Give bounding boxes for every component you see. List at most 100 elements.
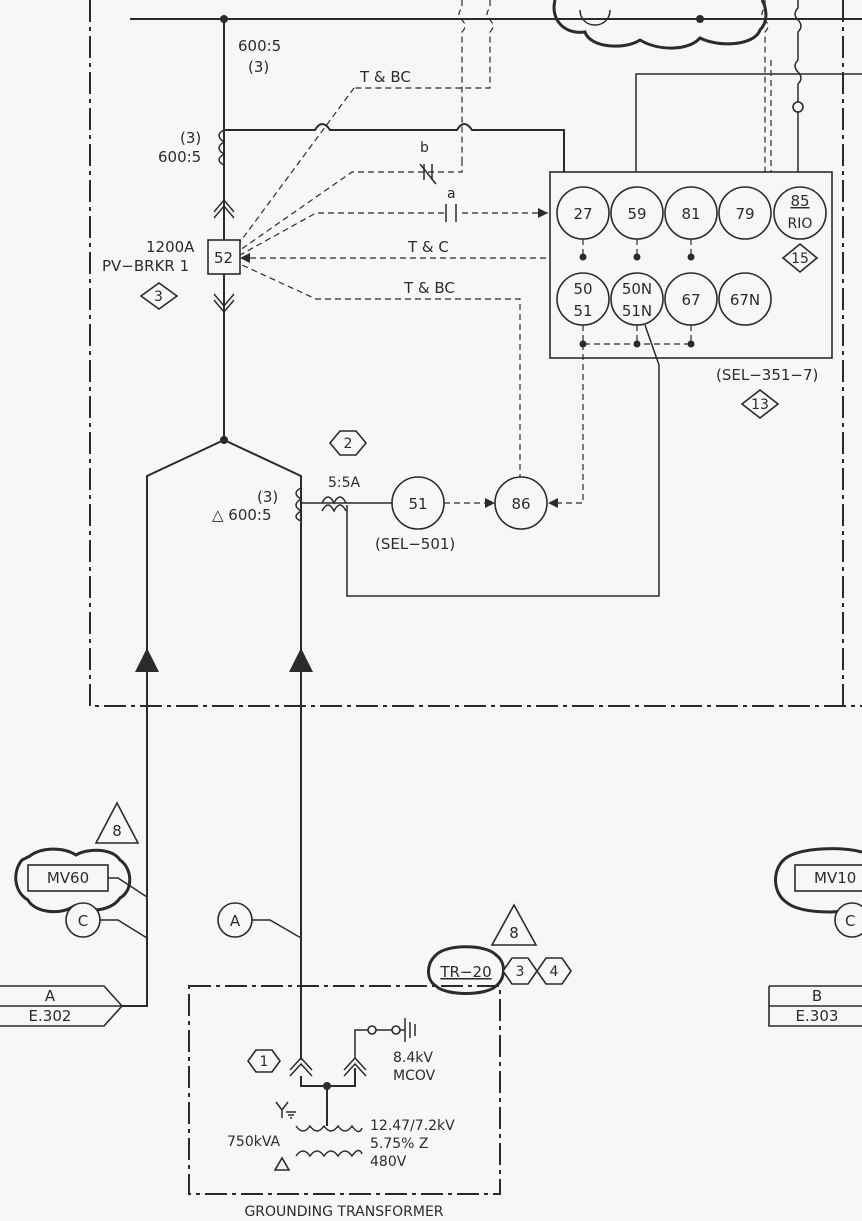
relay-51-label: 51 — [573, 302, 592, 320]
offpage-b-label: B — [812, 987, 822, 1005]
rio-tag: 15 — [791, 251, 809, 267]
bubble-a-leader — [252, 919, 302, 939]
contact-a-arrow — [538, 208, 548, 218]
tx-impedance: 5.75% Z — [370, 1136, 429, 1152]
neutral-ct-loop — [346, 324, 660, 597]
ct-low-qty: (3) — [257, 488, 278, 506]
relay-79 — [718, 186, 772, 240]
tc-arrow — [240, 253, 250, 263]
arrester-lead — [354, 1029, 368, 1058]
mv60-box — [27, 864, 109, 892]
offpage-a-label: A — [45, 987, 56, 1005]
trip-to-86 — [552, 344, 584, 504]
relay-50-label: 50 — [573, 280, 592, 298]
relay-51n-label: 51N — [622, 302, 652, 320]
contact-b-label: b — [420, 140, 429, 156]
relay-tag-diamond — [740, 388, 780, 420]
ct-secondary-line — [224, 123, 565, 172]
tbc-bottom-label: T & BC — [403, 279, 455, 297]
breaker-tag: 3 — [154, 289, 163, 305]
offpage-a-ref: E.302 — [29, 1007, 72, 1025]
control-wire-right1 — [761, 0, 769, 172]
relay-top-row: 27 59 81 79 85 RIO — [556, 186, 827, 240]
arrester-tag: 1 — [260, 1054, 269, 1070]
breaker-top-disconnect — [213, 198, 235, 219]
link-dot — [687, 253, 695, 261]
contact-b-line — [239, 160, 463, 251]
ct-low-coil — [295, 487, 303, 522]
feeder-a — [122, 439, 225, 1007]
offpage-b-ref: E.303 — [796, 1007, 839, 1025]
link-51-86-arrow — [485, 498, 495, 508]
relay-50n-label: 50N — [622, 280, 652, 298]
ct-mid-qty: (3) — [180, 129, 201, 147]
bubble-c-leader — [100, 919, 148, 939]
rio-label: RIO — [788, 216, 813, 232]
trip-to-86-arrow — [548, 498, 558, 508]
ct-mid-coil — [218, 129, 226, 166]
tr-tag3: 3 — [516, 964, 525, 980]
sel501-label: (SEL−501) — [375, 535, 455, 553]
link-dot — [633, 253, 641, 261]
tr-tag4-hex — [536, 957, 572, 985]
tc-label: T & C — [407, 238, 449, 256]
bubble-c-right — [834, 902, 862, 938]
arrester-terminal-2 — [391, 1025, 401, 1035]
arrester-mcov: MCOV — [393, 1068, 436, 1084]
aux-ct-tag: 2 — [344, 436, 353, 452]
revision-cloud-top — [552, 0, 768, 50]
relay-81-label: 81 — [681, 205, 700, 223]
pt-input-line — [635, 73, 862, 172]
link-dot — [687, 340, 695, 348]
tx-primary-disconnect — [289, 1056, 313, 1077]
tbc-top-diagonal — [239, 87, 355, 243]
relay-67-label: 67 — [681, 291, 700, 309]
mv10-label: MV10 — [814, 869, 856, 887]
link-dot — [633, 340, 641, 348]
rio-tag-diamond — [781, 242, 819, 274]
tbc-bottom-line — [241, 264, 521, 480]
control-wire-b — [458, 0, 466, 160]
delta-symbol — [273, 1156, 291, 1171]
bubble-c-left-label: C — [78, 912, 88, 930]
relay-85-label: 85 — [790, 192, 809, 210]
tx-secondary-voltage: 480V — [370, 1154, 407, 1170]
ct-low-ratio: △ 600:5 — [212, 506, 272, 524]
feeder-b — [223, 439, 302, 1060]
relay-79-label: 79 — [735, 205, 754, 223]
mv60-cloud — [14, 847, 132, 914]
tx-primary-winding — [295, 1124, 363, 1133]
bubble-c-right-label: C — [845, 912, 855, 930]
note-8-tr — [490, 903, 538, 946]
mv60-label: MV60 — [47, 869, 89, 887]
breaker-tag-diamond — [139, 282, 179, 310]
contact-b-slash — [419, 163, 437, 185]
link-dot — [579, 253, 587, 261]
note-8-tr-label: 8 — [509, 924, 519, 942]
mv10-box — [794, 864, 862, 892]
breaker-number: 52 — [214, 249, 233, 267]
breaker-rating: 1200A — [146, 238, 195, 256]
relay-51-sel501-label: 51 — [408, 495, 427, 513]
feeder-b-arrow — [289, 648, 313, 672]
note-8-left-label: 8 — [112, 822, 122, 840]
grounding-transformer-label: GROUNDING TRANSFORMER — [244, 1204, 443, 1220]
ground-symbol — [400, 1018, 416, 1042]
tr20-label: TR−20 — [439, 963, 491, 981]
tx-volts: 12.47/7.2kV — [370, 1118, 455, 1134]
relay-tag: 13 — [751, 397, 769, 413]
contact-a-line — [239, 212, 548, 256]
relay-67n — [718, 272, 772, 326]
ct-mid-ratio: 600:5 — [158, 148, 201, 166]
note-8-left — [94, 801, 140, 844]
tbc-top-label: T & BC — [359, 68, 411, 86]
mv60-leader — [108, 877, 148, 898]
ct-top-qty: (3) — [248, 58, 269, 76]
mv10-cloud — [774, 847, 862, 914]
aux-ct-ratio: 5:5A — [328, 475, 361, 491]
grounded-wye-symbol — [275, 1101, 296, 1119]
arrester-tag-hex — [247, 1049, 281, 1073]
switchgear-boundary — [89, 0, 862, 707]
aux-ct-coil — [321, 496, 347, 513]
